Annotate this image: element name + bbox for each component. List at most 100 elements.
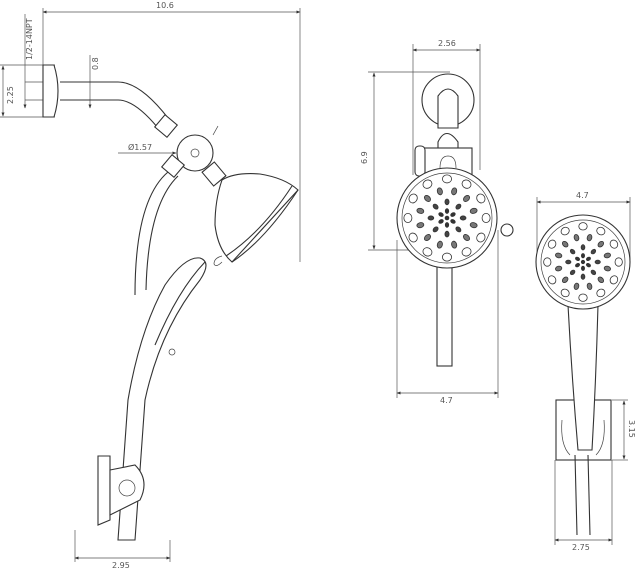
diverter-center (190, 148, 200, 158)
nozzle (585, 262, 591, 268)
nozzle (427, 215, 435, 221)
head-tab (213, 255, 223, 266)
nozzle (543, 257, 552, 267)
nozzle (555, 252, 563, 259)
nozzle (444, 230, 450, 238)
nozzle (590, 248, 597, 255)
nozzle (560, 288, 570, 298)
dimension-label: 10.6 (156, 1, 174, 10)
dimension-head-width: 4.7 (396, 230, 499, 405)
diverter-lever (212, 125, 219, 136)
hose (134, 171, 179, 296)
nozzle (451, 187, 458, 196)
bracket-knob (118, 479, 136, 497)
nozzle (461, 179, 472, 189)
nozzle (585, 256, 591, 262)
nozzle (459, 215, 467, 221)
nozzle (436, 187, 443, 196)
nozzle (455, 203, 462, 210)
nozzle (578, 293, 588, 302)
nozzle (609, 239, 619, 249)
nozzle (578, 222, 588, 231)
nozzle (547, 239, 557, 249)
nozzle (463, 195, 470, 202)
center-nozzle (580, 259, 586, 265)
nozzle (436, 240, 443, 249)
nozzle (424, 234, 431, 241)
nozzle (424, 195, 431, 202)
nozzle (597, 240, 605, 248)
dimension-label: 2.25 (6, 86, 15, 104)
side-view: 10.6 1/2-14NPT 2.25 0.8 Ø1.57 2.95 (0, 1, 301, 570)
center-nozzle (444, 215, 450, 221)
nozzle (609, 275, 619, 285)
nozzle (555, 265, 563, 272)
nozzle (586, 282, 593, 290)
nozzle (590, 269, 597, 276)
hand-shower-face (154, 261, 206, 346)
dimension-label: 4.7 (440, 396, 453, 405)
nozzle-pattern (543, 222, 623, 302)
nozzle (469, 222, 478, 229)
nozzle (416, 207, 425, 214)
nozzle (573, 234, 580, 242)
nozzle (581, 265, 585, 271)
hose-pipe (436, 261, 453, 367)
nozzle (603, 265, 611, 272)
dimension-label: Ø1.57 (128, 142, 152, 152)
wall-bracket-plate (97, 455, 111, 526)
nozzle (422, 247, 433, 257)
dimension-ball: Ø1.57 (118, 142, 177, 155)
nozzle (597, 276, 605, 284)
nozzle (422, 179, 433, 189)
handheld-view: 4.7 3.15 2.75 (535, 191, 636, 552)
nozzle (438, 212, 444, 217)
nozzle (455, 226, 462, 233)
dimension-height: 6.9 (360, 71, 450, 251)
dimension-label: 4.7 (576, 191, 589, 200)
nozzle (450, 212, 456, 217)
front-view: 2.56 6.9 4.7 (360, 39, 514, 405)
nozzle (573, 282, 580, 290)
diverter-nut (439, 155, 457, 169)
shower-arm (60, 81, 169, 129)
dimension-label: 2.95 (112, 561, 130, 570)
nozzle (432, 226, 439, 233)
nozzle (444, 208, 450, 214)
nozzle-pattern (403, 174, 491, 262)
nozzle (575, 256, 581, 262)
nozzle (561, 276, 569, 284)
nozzle (596, 226, 606, 236)
nozzle (444, 222, 450, 228)
nozzle (561, 240, 569, 248)
arm-nut (153, 113, 179, 139)
nozzle (581, 253, 585, 259)
nozzle (594, 259, 601, 265)
head-nut (201, 161, 227, 187)
head-rim (540, 219, 626, 305)
nozzle (547, 275, 557, 285)
nozzle (596, 288, 606, 298)
nozzle (438, 219, 444, 224)
nozzle (416, 222, 425, 229)
nozzle (476, 193, 486, 204)
fixed-shower-head (214, 173, 299, 263)
dimension-label: 2.56 (438, 39, 456, 48)
nozzle (408, 232, 418, 243)
nozzle (442, 252, 453, 262)
nozzle (408, 193, 418, 204)
nozzle (469, 207, 478, 214)
nozzle (403, 213, 413, 224)
nozzle (432, 203, 439, 210)
bracket-arms (561, 419, 605, 456)
hand-shower-handle (567, 304, 599, 451)
dimension-label: 1/2-14NPT (25, 18, 34, 60)
dimension-label: 2.75 (572, 543, 590, 552)
nozzle (569, 269, 576, 276)
nozzle (450, 219, 456, 224)
nozzle (476, 232, 486, 243)
nozzle (614, 257, 623, 267)
diverter-lever (414, 145, 426, 177)
diverter-ball (176, 134, 214, 172)
